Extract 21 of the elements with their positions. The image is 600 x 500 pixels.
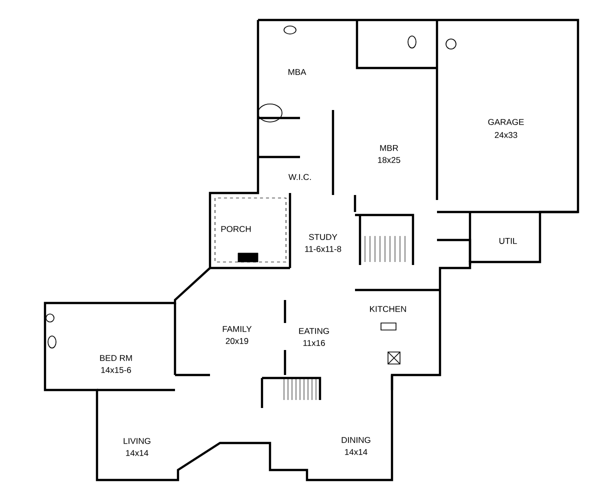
room-label: 11x16: [303, 340, 325, 346]
room-label: 11-6x11-8: [305, 246, 342, 252]
room-label: PORCH: [221, 226, 251, 232]
room-label: 20x19: [226, 338, 248, 344]
room-label: MBA: [288, 69, 306, 75]
room-label: EATING: [299, 328, 329, 334]
room-label: BED RM: [100, 355, 132, 361]
room-label: UTIL: [499, 238, 517, 244]
room-label: KITCHEN: [370, 306, 406, 312]
room-label: 14x14: [126, 450, 148, 456]
room-label: 24x33: [494, 132, 518, 138]
room-label: STUDY: [309, 234, 338, 240]
room-label: 14x15-6: [101, 367, 131, 373]
room-label: W.I.C.: [288, 174, 311, 180]
room-label: GARAGE: [488, 119, 524, 125]
room-label: LIVING: [124, 438, 150, 444]
room-label: FAMILY: [222, 326, 252, 332]
room-label: 14x14: [345, 449, 368, 455]
room-label: MBR: [380, 145, 398, 151]
room-label: 18x25: [378, 157, 400, 163]
room-label: DINING: [342, 437, 370, 443]
